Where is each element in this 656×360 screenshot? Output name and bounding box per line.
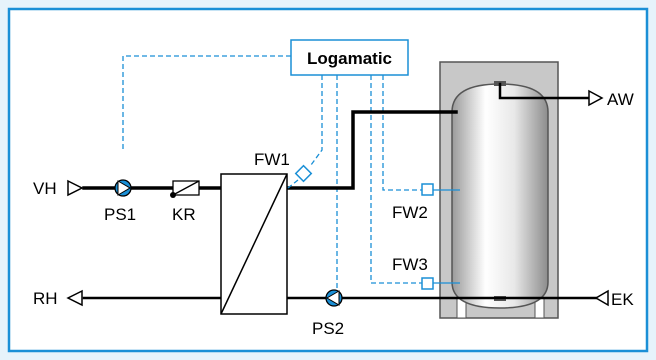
label-ps2: PS2	[312, 319, 344, 338]
label-rh: RH	[33, 289, 58, 308]
label-kr: KR	[172, 205, 196, 224]
pump-ps1-icon	[114, 179, 132, 197]
control-lines	[122, 55, 422, 288]
label-ek: EK	[611, 290, 634, 309]
control-line-fw3	[370, 75, 422, 284]
controller-box	[290, 39, 409, 76]
label-fw2: FW2	[392, 203, 428, 222]
check-valve-icon	[170, 180, 200, 198]
sensor-fw2-icon	[421, 183, 434, 196]
arrow-aw-icon	[588, 89, 604, 107]
label-fw3: FW3	[392, 255, 428, 274]
sensor-fw3-icon	[421, 277, 434, 290]
label-aw: AW	[607, 90, 634, 109]
pipe-charge	[285, 110, 458, 190]
label-fw1: FW1	[254, 150, 290, 169]
storage-tank	[451, 83, 549, 309]
control-line-ps1	[122, 55, 291, 150]
label-vh: VH	[33, 179, 57, 198]
control-line-fw1	[310, 75, 323, 166]
heat-exchanger	[220, 173, 288, 315]
control-line-fw2	[382, 75, 422, 191]
arrow-rh-icon	[66, 289, 83, 307]
pipe-hot-water	[498, 82, 590, 100]
arrow-ek-icon	[594, 289, 609, 307]
arrow-vh-icon	[67, 179, 84, 197]
sensor-fw1-icon	[294, 164, 313, 183]
sensor-fw1-lead	[287, 179, 299, 189]
label-ps1: PS1	[104, 205, 136, 224]
pump-ps2-icon	[325, 289, 343, 307]
controller-label: Logamatic	[307, 49, 392, 68]
